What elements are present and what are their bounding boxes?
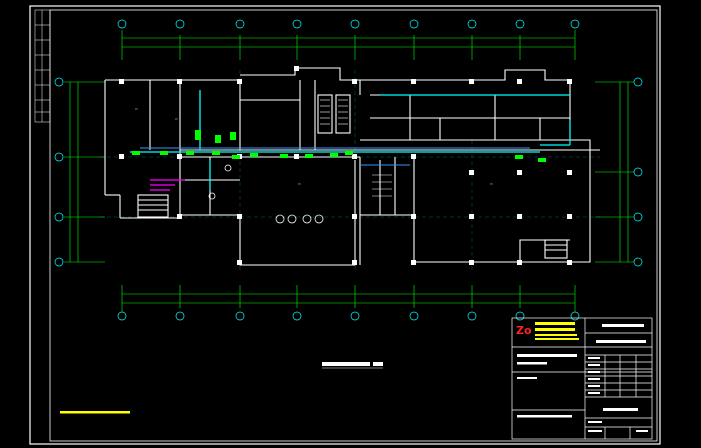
hvac-ducts: [130, 90, 571, 190]
left-dimensions: [64, 81, 105, 263]
bottom-dimensions: [121, 285, 576, 312]
right-dimensions: [595, 81, 634, 263]
diffusers: [208, 164, 324, 224]
logo-mark: Zo: [516, 324, 532, 337]
left-axis-bubbles: [54, 77, 64, 267]
company-logo: Zo: [516, 322, 579, 340]
svg-text:▭: ▭: [490, 182, 493, 186]
building-walls: [104, 67, 600, 266]
title-block: [511, 317, 653, 440]
inner-frame: [49, 9, 658, 442]
binding-strip: [34, 9, 51, 123]
room-labels: ▭ ▭ ▭ ▭: [135, 107, 493, 186]
svg-text:▭: ▭: [298, 182, 301, 186]
top-axis-bubbles: [117, 19, 580, 29]
right-axis-bubbles: [633, 77, 643, 267]
top-dimensions: [121, 30, 576, 60]
equipment-units: [132, 130, 546, 162]
plan-title: [322, 362, 383, 369]
core-stairs: [320, 99, 392, 197]
hvac-pipes-blue: [140, 147, 530, 166]
hvac-pipes-magenta: [150, 179, 185, 191]
svg-text:▭: ▭: [175, 117, 178, 121]
svg-text:▭: ▭: [135, 107, 138, 111]
sheet-border: [29, 5, 661, 445]
general-note: [60, 411, 130, 414]
title-block-fills: [517, 324, 648, 432]
bottom-axis-bubbles: [117, 311, 580, 321]
columns: [119, 66, 572, 265]
